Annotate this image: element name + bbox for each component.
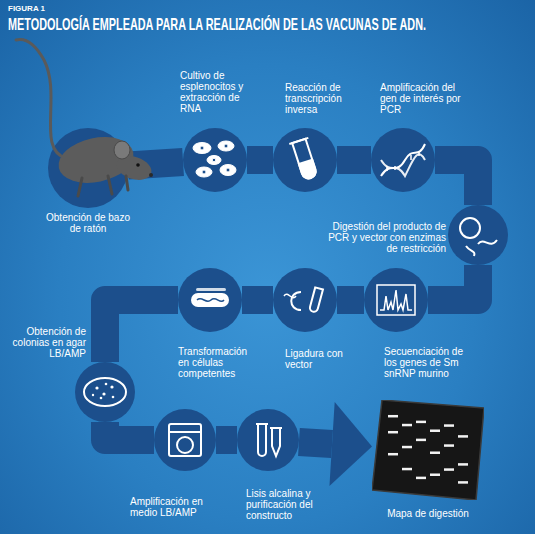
flow-band: [435, 160, 478, 205]
flow-band: [216, 440, 237, 441]
gel-band: [388, 453, 398, 456]
flow-band: [337, 300, 364, 301]
amplification-step: Amplificación en medio LB/AMP: [154, 409, 216, 471]
flow-band-line: [105, 300, 178, 362]
gel-band: [444, 424, 454, 427]
rt-step: Reacción de transcripción inversa: [273, 128, 337, 192]
gel-band: [430, 451, 440, 454]
flow-band: [247, 160, 273, 161]
gel-band: [458, 463, 468, 466]
flow-band-line: [337, 286, 364, 314]
step-label: Obtención de colonias en agar LB/AMP: [2, 326, 86, 359]
flow-band: [105, 422, 154, 440]
gel-band: [416, 477, 426, 480]
figure-number: FIGURA 1: [8, 4, 45, 13]
gel-band: [458, 481, 468, 484]
flow-band-line: [242, 286, 273, 314]
flow-band-line: [299, 442, 332, 444]
gel-band: [430, 473, 440, 476]
gel-band: [416, 439, 426, 442]
flow-band: [105, 300, 178, 362]
colony-step: Obtención de colonias en agar LB/AMP: [75, 362, 135, 422]
flow-band-line: [216, 426, 237, 454]
flow-band-line: [247, 146, 273, 174]
step-label: Cultivo de esplenocitos y extracción de …: [180, 70, 250, 114]
spleen-step: Obtención de bazo de ratón: [48, 128, 128, 208]
gel-band: [388, 415, 398, 418]
flow-band: [242, 300, 273, 301]
purification-step: Lisis alcalina y purificación del constr…: [237, 409, 299, 471]
step-label: Digestión del producto de PCR y vector c…: [316, 221, 446, 254]
culture-step: Cultivo de esplenocitos y extracción de …: [183, 128, 247, 192]
step-label: Mapa de digestión: [372, 508, 484, 519]
step-label: Obtención de bazo de ratón: [40, 212, 136, 234]
flow-band: [128, 162, 183, 165]
gel-band: [444, 468, 454, 471]
flow-band: [299, 402, 372, 486]
flow-band-line: [105, 422, 154, 440]
gel-band: [458, 435, 468, 438]
gel-band: [430, 429, 440, 432]
gel-image: [372, 400, 484, 500]
gel-band: [402, 424, 412, 427]
figure-title: METODOLOGÍA EMPLEADA PARA LA REALIZACIÓN…: [8, 15, 426, 35]
gel-band: [402, 446, 412, 449]
step-label: Transformación en células competentes: [178, 346, 260, 379]
flow-band-line: [128, 162, 183, 165]
ligation-step: Ligadura con vector: [273, 268, 337, 332]
arrow-head: [329, 402, 372, 486]
pcr-step: Amplificación del gen de interés por PCR: [371, 128, 435, 192]
flow-band-line: [337, 146, 371, 174]
gel-band: [388, 431, 398, 434]
step-label: Amplificación del gen de interés por PCR: [380, 82, 474, 115]
step-label: Lisis alcalina y purificación del constr…: [246, 488, 320, 521]
step-label: Ligadura con vector: [285, 348, 347, 370]
step-label: Amplificación en medio LB/AMP: [130, 496, 222, 518]
digestion-step: Digestión del producto de PCR y vector c…: [448, 205, 508, 265]
digestion-map: Mapa de digestión: [372, 400, 484, 500]
step-label: Reacción de transcripción inversa: [285, 82, 357, 115]
flow-band: [428, 265, 478, 300]
flow-band: [337, 160, 371, 161]
step-label: Secuenciación de los genes de Sm snRNP m…: [384, 346, 474, 379]
gel-plate: [372, 400, 484, 500]
flow-band-line: [428, 265, 478, 300]
gel-band: [402, 468, 412, 471]
transformation-step: Transformación en células competentes: [178, 268, 242, 332]
sequencing-step: Secuenciación de los genes de Sm snRNP m…: [364, 268, 428, 332]
gel-band: [444, 444, 454, 447]
flow-band-line: [435, 160, 478, 205]
gel-band: [416, 421, 426, 424]
